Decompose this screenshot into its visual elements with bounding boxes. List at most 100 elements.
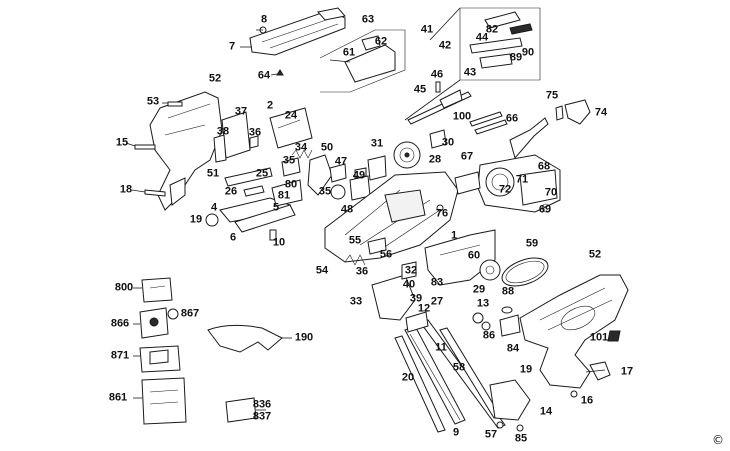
- label-19: 19: [189, 213, 203, 226]
- label-800: 800: [114, 281, 134, 294]
- pin-75: [555, 105, 564, 121]
- bracket-81-80: [271, 179, 303, 207]
- label-47: 47: [334, 155, 348, 168]
- label-27: 27: [430, 295, 444, 308]
- label-20: 20: [401, 371, 415, 384]
- part-35b: [330, 184, 346, 200]
- label-13: 13: [476, 297, 490, 310]
- label-84: 84: [506, 342, 520, 355]
- label-1: 1: [450, 229, 458, 242]
- label-10: 10: [272, 236, 286, 249]
- part-48-49: [349, 167, 371, 201]
- belt-59: [501, 257, 549, 287]
- washer-13: [472, 312, 484, 324]
- block-30: [429, 129, 447, 149]
- top-cover: [249, 7, 346, 56]
- label-51: 51: [206, 167, 220, 180]
- inset-63: [319, 29, 406, 93]
- label-57: 57: [484, 428, 498, 441]
- label-45: 45: [413, 83, 427, 96]
- label-63: 63: [361, 13, 375, 26]
- label-866: 866: [110, 317, 130, 330]
- screw-76: [436, 204, 444, 212]
- label-81: 81: [277, 189, 291, 202]
- link-25-26: [224, 167, 273, 197]
- label-36b: 36: [355, 265, 369, 278]
- pulley-29: [479, 259, 501, 281]
- part-32: [401, 261, 417, 280]
- label-37: 37: [234, 105, 248, 118]
- label-5: 5: [272, 201, 280, 214]
- screw-18: [144, 189, 166, 197]
- part-12: [405, 311, 429, 333]
- label-2: 2: [266, 99, 274, 112]
- plate-67: [454, 171, 481, 195]
- screw-15: [134, 144, 156, 150]
- label-88: 88: [501, 285, 515, 298]
- rail-20: [394, 335, 446, 433]
- part-55-56: [367, 237, 387, 255]
- left-housing: [149, 91, 223, 211]
- label-70: 70: [544, 186, 558, 199]
- label-40: 40: [402, 278, 416, 291]
- label-43: 43: [463, 66, 477, 79]
- label-36: 36: [248, 126, 262, 139]
- roller-19: [205, 213, 219, 227]
- part-38: [213, 134, 227, 163]
- label-44: 44: [475, 31, 489, 44]
- part-36: [249, 135, 259, 149]
- spring-34: [291, 149, 313, 159]
- plate-84: [499, 314, 521, 337]
- label-83: 83: [430, 276, 444, 289]
- label-60: 60: [467, 249, 481, 262]
- label-53: 53: [146, 95, 160, 108]
- screw-85: [516, 424, 524, 432]
- rod-45: [407, 89, 472, 125]
- label-61: 61: [342, 46, 356, 59]
- clip-86: [481, 321, 491, 331]
- label-89: 89: [509, 51, 523, 64]
- strips-100: [469, 111, 508, 135]
- label-8: 8: [260, 13, 268, 26]
- label-29: 29: [472, 283, 486, 296]
- label-69: 69: [538, 203, 552, 216]
- bracket-33: [371, 274, 416, 321]
- label-41: 41: [420, 23, 434, 36]
- acc-866: [139, 307, 169, 339]
- label-90: 90: [521, 46, 535, 59]
- spring-54: [344, 254, 366, 266]
- label-50: 50: [320, 141, 334, 154]
- label-33: 33: [349, 295, 363, 308]
- label-35b: 35: [318, 185, 332, 198]
- label-7: 7: [228, 40, 236, 53]
- label-35: 35: [282, 154, 296, 167]
- screw-57: [496, 421, 504, 429]
- clip-101: [607, 330, 621, 342]
- screw-16: [570, 390, 578, 398]
- pin-10: [269, 229, 277, 241]
- label-16: 16: [580, 394, 594, 407]
- label-18: 18: [119, 183, 133, 196]
- acc-800: [141, 277, 173, 303]
- part-35: [281, 157, 301, 177]
- label-71: 71: [515, 173, 529, 186]
- label-26: 26: [224, 185, 238, 198]
- label-100: 100: [452, 110, 472, 123]
- label-68: 68: [537, 160, 551, 173]
- label-56: 56: [379, 248, 393, 261]
- part-47: [329, 163, 347, 183]
- magnet-31: [367, 155, 387, 181]
- label-190: 190: [294, 331, 314, 344]
- latch-74: [564, 99, 591, 125]
- label-38: 38: [216, 125, 230, 138]
- label-17: 17: [620, 365, 634, 378]
- main-body: [324, 171, 459, 263]
- pin-46: [435, 81, 441, 93]
- motor-assembly: [477, 154, 561, 213]
- label-82: 82: [485, 23, 499, 36]
- label-6: 6: [229, 231, 237, 244]
- label-72: 72: [498, 183, 512, 196]
- label-66: 66: [505, 112, 519, 125]
